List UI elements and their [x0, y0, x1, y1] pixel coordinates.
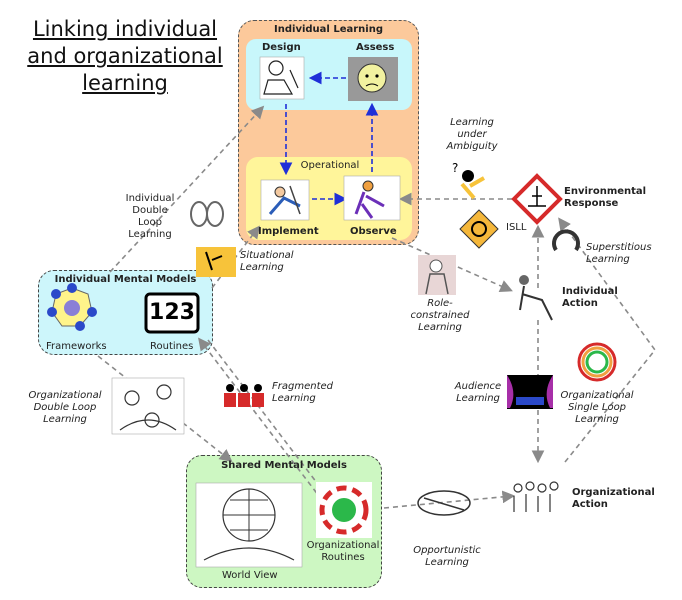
fragmented-arrow — [207, 339, 332, 503]
ambiguity-icon: ? — [452, 161, 485, 200]
isll-label: ISLL — [506, 222, 527, 233]
assess-label: Assess — [356, 42, 395, 53]
individual-mental-models-heading: Individual Mental Models — [54, 274, 197, 285]
routines-123-text: 123 — [149, 300, 195, 325]
opportunistic-learning-label: Opportunistic Learning — [413, 545, 481, 568]
audience-stage-icon — [507, 375, 553, 409]
situational-icon — [196, 247, 236, 277]
role-constrained-icon — [418, 255, 456, 295]
operational-label: Operational — [300, 160, 360, 171]
individual-action-icon — [519, 275, 553, 321]
org-routines-hands-icon — [316, 482, 372, 538]
situational-learning-label: Situational Learning — [240, 250, 294, 273]
org-double-loop-icon — [111, 377, 185, 435]
audience-learning-label: Audience Learning — [454, 381, 502, 404]
organizational-action-label: Organizational Action — [572, 487, 655, 510]
fragmented-return-arrow — [198, 337, 323, 501]
frameworks-icon — [47, 283, 97, 331]
fragmented-icon — [224, 384, 264, 407]
environmental-response-icon — [511, 173, 563, 225]
learning-under-ambiguity-label: Learning under Ambiguity — [446, 117, 498, 152]
isll-sign-icon — [459, 209, 499, 249]
superstitious-learning-label: Superstitious Learning — [586, 242, 652, 265]
observe-person-icon — [343, 175, 401, 221]
routines-123-icon — [144, 292, 200, 334]
opportunistic-arrow — [383, 490, 516, 509]
shared-mental-models-heading: Shared Mental Models — [221, 460, 347, 471]
org-routines-label: Organizational Routines — [306, 540, 380, 563]
organizational-action-icon — [513, 481, 559, 512]
design-person-icon — [259, 56, 305, 100]
title-line-1: Linking individual — [32, 17, 218, 41]
individual-action-label: Individual Action — [562, 286, 618, 309]
environmental-response-label: Environmental Response — [564, 186, 647, 209]
opportunistic-icon — [417, 490, 471, 516]
double-loop-arrow — [109, 105, 265, 273]
svg-text:?: ? — [452, 161, 458, 175]
single-loop-ring-icon — [577, 342, 617, 382]
frameworks-label: Frameworks — [46, 341, 107, 352]
observe-label: Observe — [350, 226, 397, 237]
implement-label: Implement — [258, 226, 319, 237]
implement-person-icon — [260, 179, 310, 221]
world-view-icon — [195, 482, 303, 568]
world-view-label: World View — [222, 570, 278, 581]
design-label: Design — [262, 42, 301, 53]
double-loop-icon — [190, 201, 224, 227]
fragmented-learning-label: Fragmented Learning — [272, 381, 333, 404]
horseshoe-icon — [552, 229, 580, 252]
org-double-loop-learning-label: Organizational Double Loop Learning — [28, 390, 102, 425]
routines-label: Routines — [150, 341, 194, 352]
individual-learning-cycle — [279, 71, 379, 206]
individual-learning-heading: Individual Learning — [274, 24, 383, 35]
title-line-2: and organizational — [27, 44, 223, 68]
single-loop-arrow — [558, 217, 657, 463]
org-single-loop-learning-label: Organizational Single Loop Learning — [560, 390, 634, 425]
assess-face-icon — [348, 57, 398, 101]
title-line-3: learning — [82, 71, 168, 95]
page-title: Linking individual and organizational le… — [20, 16, 230, 97]
role-constrained-learning-label: Role- constrained Learning — [410, 298, 470, 333]
individual-double-loop-label: Individual Double Loop Learning — [125, 193, 175, 240]
